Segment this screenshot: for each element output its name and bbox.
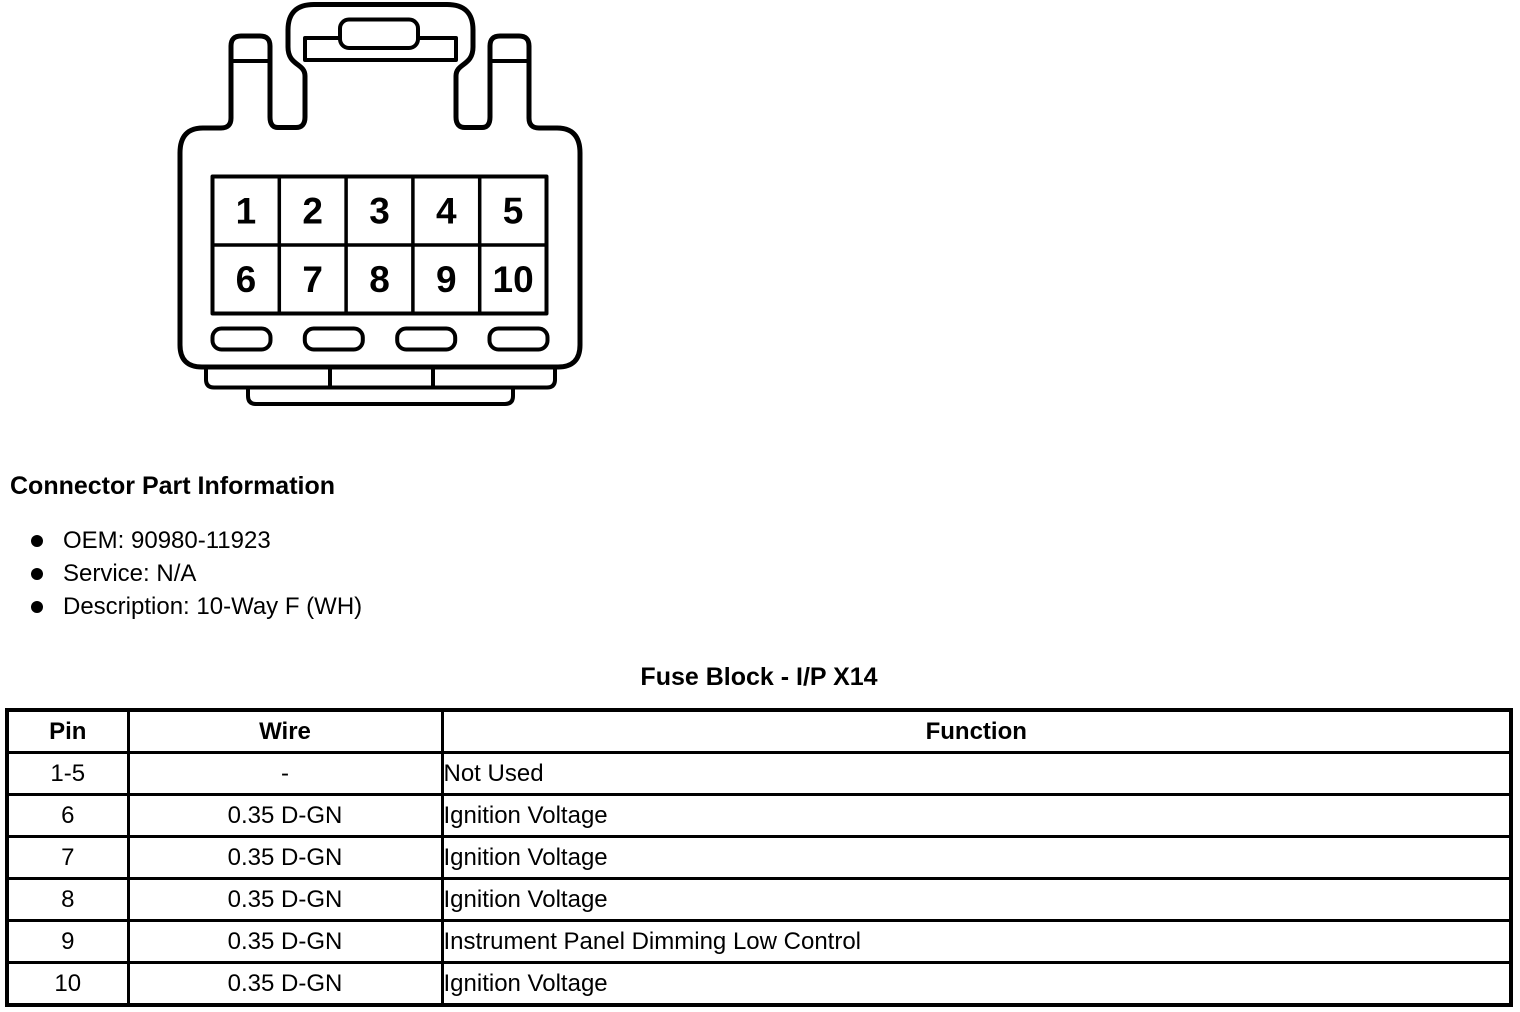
pin-cell: 9 — [5, 919, 130, 964]
column-header-function: Function — [440, 708, 1513, 754]
terminal-slot — [302, 326, 365, 352]
terminal-slot — [487, 326, 550, 352]
table-title: Fuse Block - I/P X14 — [640, 663, 878, 691]
pin-cell: 10 — [5, 961, 130, 1007]
bullet-icon — [31, 535, 43, 547]
bullet-icon — [31, 601, 43, 613]
list-item-text: Description: 10-Way F (WH) — [63, 593, 363, 620]
pin-cell: 8 — [5, 877, 130, 922]
list-item: OEM: 90980-11923 — [31, 527, 362, 554]
pin-cell: 6 — [5, 793, 130, 838]
function-cell: Ignition Voltage — [440, 835, 1513, 880]
pin-number: 8 — [369, 259, 390, 300]
part-info-list: OEM: 90980-11923 Service: N/A Descriptio… — [31, 527, 363, 620]
function-cell: Ignition Voltage — [440, 793, 1513, 838]
pin-number: 4 — [436, 191, 457, 232]
pin-number: 10 — [493, 259, 534, 300]
table-row: 7 0.35 D-GN Ignition Voltage — [5, 835, 1513, 880]
table-row: 6 0.35 D-GN Ignition Voltage — [5, 793, 1513, 838]
bullet-icon — [31, 568, 43, 580]
pin-number: 9 — [436, 259, 457, 300]
pin-number: 5 — [503, 191, 524, 232]
table-row: 9 0.35 D-GN Instrument Panel Dimming Low… — [5, 919, 1513, 964]
table-header-row: Pin Wire Function — [5, 708, 1513, 754]
connector-diagram: 1 2 3 4 5 6 7 8 9 10 — [177, 2, 583, 406]
list-item-text: Service: N/A — [63, 560, 197, 587]
section-heading: Connector Part Information — [10, 472, 336, 500]
terminal-slot — [210, 326, 273, 352]
function-cell: Instrument Panel Dimming Low Control — [440, 919, 1513, 964]
list-item: Service: N/A — [31, 560, 362, 587]
pin-cell: 1-5 — [5, 751, 130, 796]
table-row: 1-5 - Not Used — [5, 751, 1513, 796]
wire-cell: 0.35 D-GN — [126, 877, 444, 922]
base-step-lower — [246, 385, 515, 406]
function-cell: Ignition Voltage — [440, 961, 1513, 1007]
column-header-pin: Pin — [5, 708, 130, 754]
list-item: Description: 10-Way F (WH) — [31, 593, 363, 620]
function-cell: Ignition Voltage — [440, 877, 1513, 922]
wire-cell: 0.35 D-GN — [126, 919, 444, 964]
wire-cell: 0.35 D-GN — [126, 793, 444, 838]
list-item-text: OEM: 90980-11923 — [63, 527, 271, 554]
wire-cell: 0.35 D-GN — [126, 961, 444, 1007]
wire-cell: - — [126, 751, 444, 796]
pin-number: 3 — [369, 191, 390, 232]
pin-number: 1 — [236, 191, 257, 232]
table-row: 8 0.35 D-GN Ignition Voltage — [5, 877, 1513, 922]
terminal-slot — [395, 326, 458, 352]
pin-cell: 7 — [5, 835, 130, 880]
column-header-wire: Wire — [126, 708, 444, 754]
pin-number: 6 — [236, 259, 257, 300]
base-step-upper — [204, 365, 557, 390]
pin-number: 7 — [302, 259, 323, 300]
table-row: 10 0.35 D-GN Ignition Voltage — [5, 961, 1513, 1007]
pin-number: 2 — [302, 191, 323, 232]
pinout-table: Pin Wire Function 1-5 - Not Used 6 0.35 … — [5, 708, 1513, 1007]
function-cell: Not Used — [440, 751, 1513, 796]
latch-tab — [338, 17, 420, 50]
wire-cell: 0.35 D-GN — [126, 835, 444, 880]
pin-grid: 1 2 3 4 5 6 7 8 9 10 — [210, 174, 549, 316]
